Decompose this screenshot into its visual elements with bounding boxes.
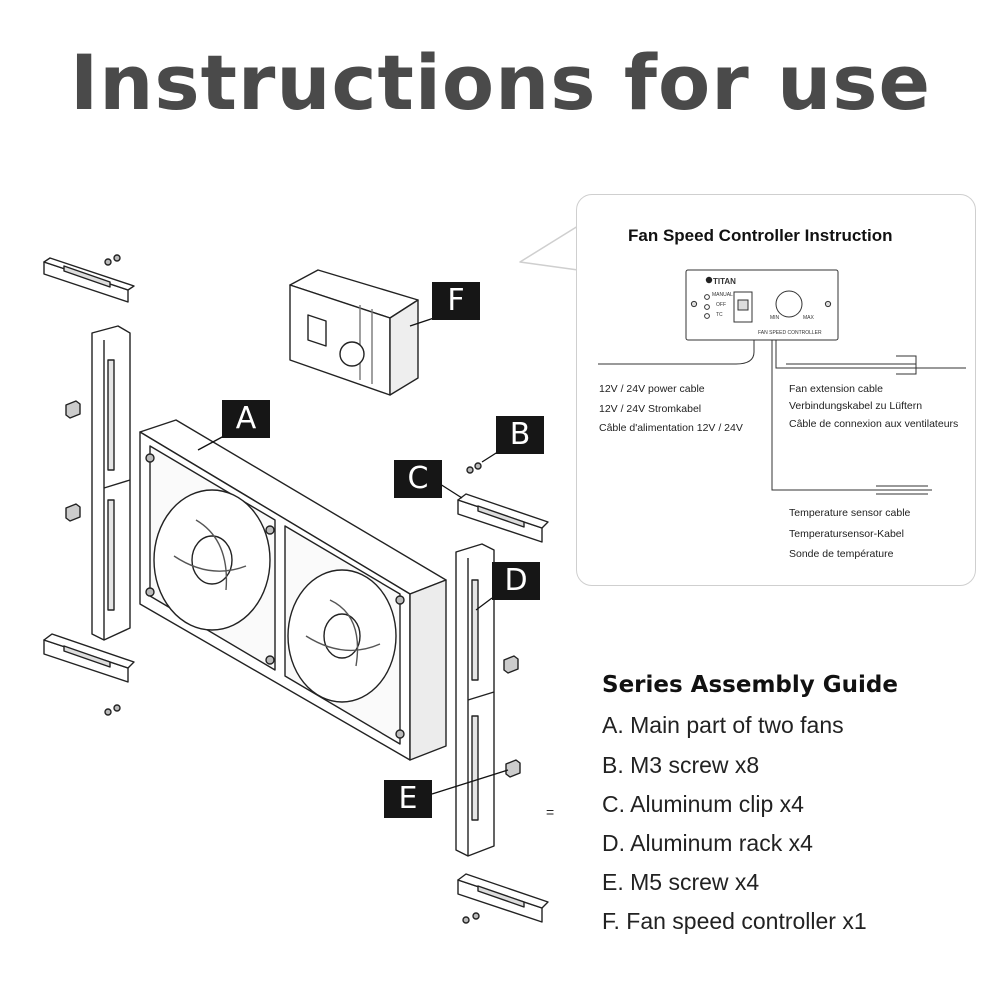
tag-b: B (496, 416, 544, 454)
aluminum-clip-bottom-left (43, 633, 135, 683)
assembly-guide-title: Series Assembly Guide (602, 672, 898, 698)
tag-d: D (492, 562, 540, 600)
controller-wiring-diagram (598, 269, 966, 495)
power-cable-en: 12V / 24V power cable (599, 383, 705, 395)
guide-item-e: E. M5 screw x4 (602, 869, 760, 895)
controller-instruction-title: Fan Speed Controller Instruction (628, 226, 893, 245)
aluminum-rack-right (455, 543, 495, 857)
m3-screws-left (104, 254, 121, 716)
aluminum-clip-c (457, 462, 549, 543)
guide-item-d: D. Aluminum rack x4 (602, 830, 813, 856)
tag-f: F (432, 282, 480, 320)
power-cable-de: 12V / 24V Stromkabel (599, 403, 702, 415)
switch-tc-label: TC (716, 312, 723, 318)
stray-mark: = (546, 804, 555, 820)
knob-max-label: MAX (803, 315, 814, 321)
brand-logo-icon (705, 276, 713, 284)
panel-label: FAN SPEED CONTROLLER (758, 330, 822, 336)
switch-manual-label: MANUAL (712, 292, 733, 298)
temp-cable-fr: Sonde de température (789, 548, 894, 560)
switch-off-label: OFF (716, 302, 726, 308)
fan-speed-controller-drawing (289, 269, 419, 396)
temp-cable-de: Temperatursensor-Kabel (789, 528, 904, 540)
aluminum-clip-bottom-right (457, 873, 549, 924)
tag-e: E (384, 780, 432, 818)
page-title: Instructions for use (69, 38, 932, 127)
guide-item-f: F. Fan speed controller x1 (602, 908, 867, 934)
fan-cable-de: Verbindungskabel zu Lüftern (789, 400, 923, 412)
dual-fan-unit (139, 419, 447, 761)
knob-min-label: MIN (770, 315, 780, 321)
fan-cable-fr: Câble de connexion aux ventilateurs (789, 418, 959, 430)
power-cable-fr: Câble d'alimentation 12V / 24V (599, 422, 743, 434)
brand-logo-text: TITAN (713, 277, 736, 286)
temp-cable-en: Temperature sensor cable (789, 507, 911, 519)
guide-item-a: A. Main part of two fans (602, 712, 844, 738)
fan-cable-en: Fan extension cable (789, 383, 883, 395)
tag-c: C (394, 460, 442, 498)
aluminum-clip-top-left (43, 257, 135, 303)
guide-item-b: B. M3 screw x8 (602, 752, 760, 778)
m5-screws-left (65, 400, 81, 522)
tag-a: A (222, 400, 270, 438)
m5-screws-right (503, 655, 521, 778)
aluminum-rack-left (91, 325, 131, 641)
callout-pointer (519, 225, 579, 271)
guide-item-c: C. Aluminum clip x4 (602, 791, 804, 817)
controller-instruction-panel (576, 194, 976, 586)
